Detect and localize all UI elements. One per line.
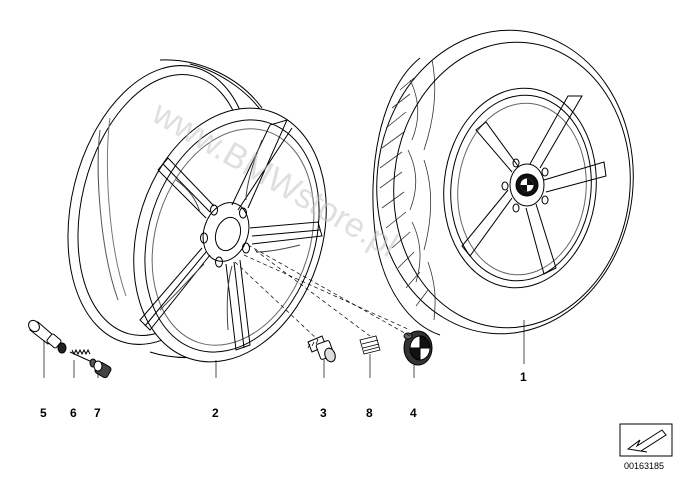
callout-7: 7 [94,406,101,420]
hub-cap-illustration [403,330,433,366]
view-arrow-box [619,423,673,457]
callout-4: 4 [410,406,417,420]
diagram-reference-number: 00163185 [624,461,664,471]
leader-lines [43,244,525,378]
callout-8: 8 [366,406,373,420]
valve-cap-illustration [93,360,112,379]
callout-5: 5 [40,406,47,420]
rim-illustration [67,59,327,363]
wheel-bolt-illustration [307,335,336,363]
arrow-icon [626,429,667,453]
callout-3: 3 [320,406,327,420]
valve-illustration [28,319,67,354]
balance-weight-illustration [359,335,381,355]
callout-6: 6 [70,406,77,420]
callout-1: 1 [520,370,527,384]
wheel-tire-illustration [372,29,634,336]
callout-2: 2 [212,406,219,420]
bmw-roundel-icon [515,173,539,197]
